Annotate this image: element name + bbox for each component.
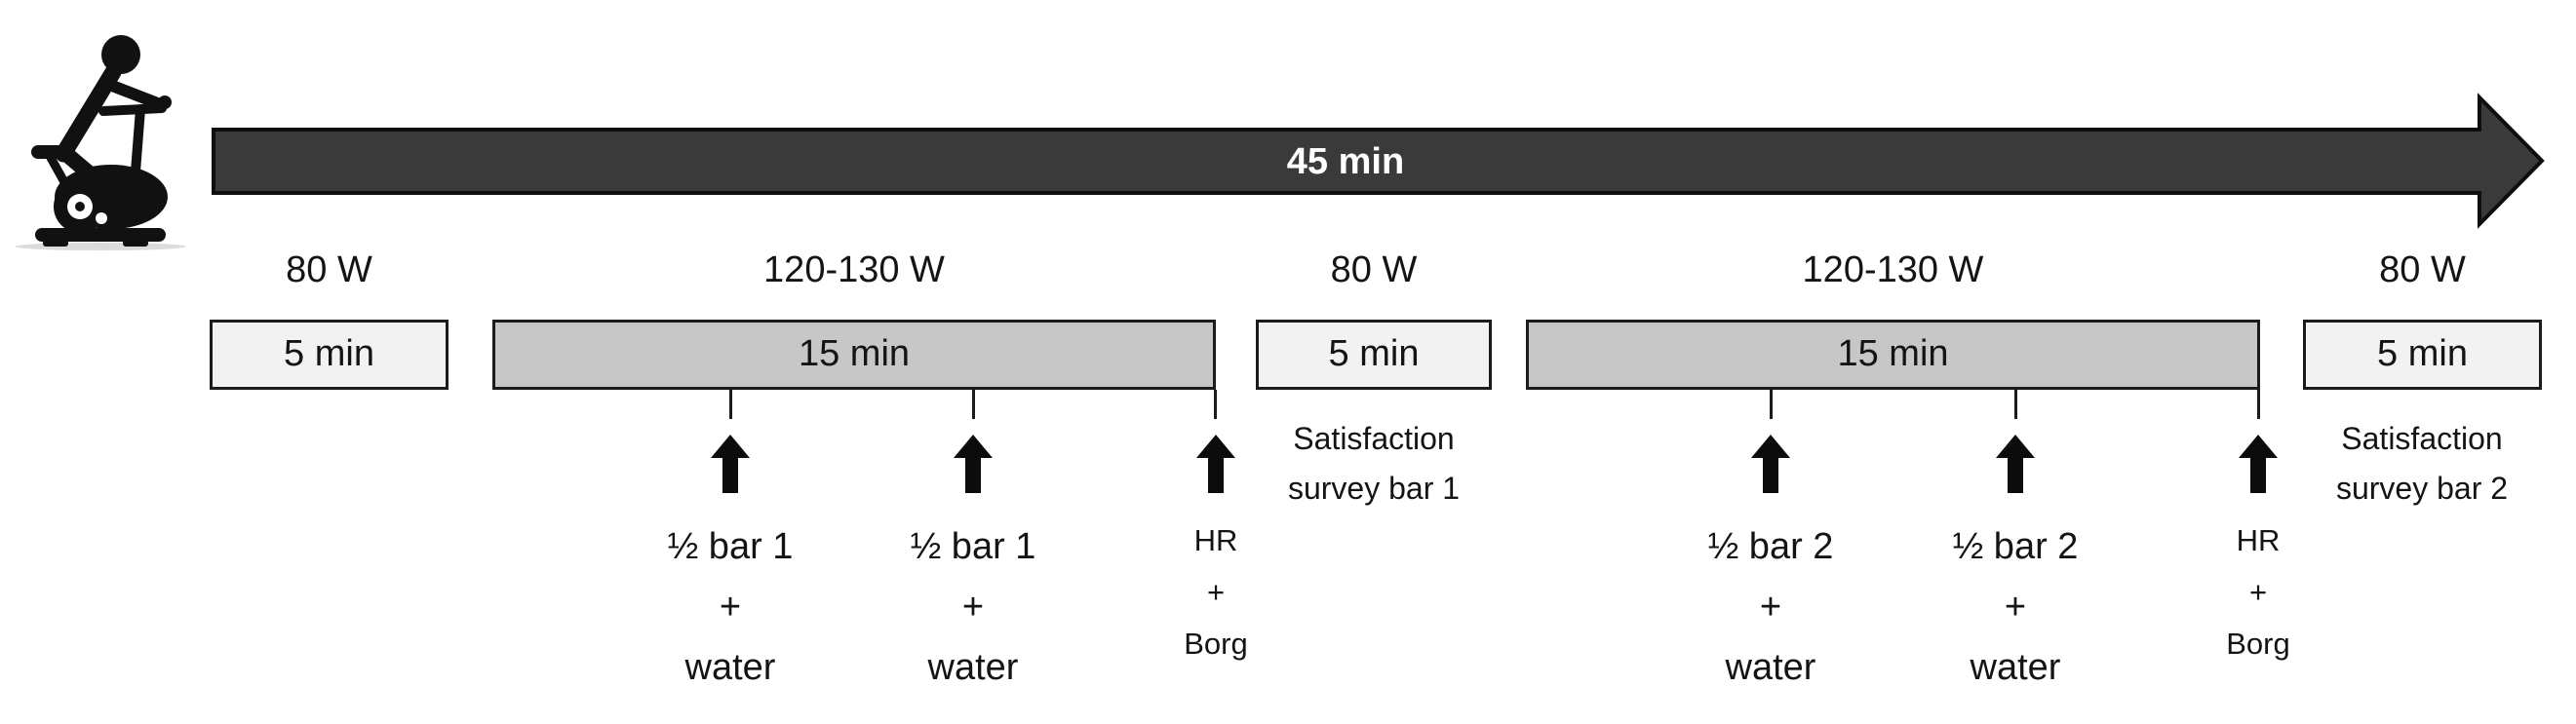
segment-power-label: 120-130 W <box>763 249 945 290</box>
event-label: HR + Borg <box>1109 514 1323 669</box>
event-label-line: + <box>961 587 985 628</box>
event-label-line: ½ bar 1 <box>667 526 794 567</box>
survey-label-line: Satisfaction <box>2341 421 2503 456</box>
event-tick <box>729 390 732 419</box>
event-tick <box>972 390 975 419</box>
event-label-line: water <box>684 647 776 688</box>
event-label-line: HR <box>2236 523 2281 557</box>
survey-label-line: Satisfaction <box>1293 421 1455 456</box>
up-arrow-icon <box>2239 435 2278 493</box>
event-tick <box>1770 390 1773 419</box>
event-tick <box>2257 390 2260 419</box>
survey-label: Satisfaction survey bar 1 <box>1218 414 1530 514</box>
event-label: HR + Borg <box>2151 514 2365 669</box>
event-label-line: + <box>2004 587 2027 628</box>
segment-power-label: 80 W <box>1330 249 1418 290</box>
event-label-line: ½ bar 2 <box>1952 526 2079 567</box>
timeline-arrow <box>212 93 2545 229</box>
segment-duration-box: 5 min <box>1256 320 1492 390</box>
up-arrow-icon <box>954 435 993 493</box>
event-label-line: HR <box>1193 523 1238 557</box>
event-label-line: ½ bar 1 <box>910 526 1036 567</box>
segment-power-label: 80 W <box>2379 249 2466 290</box>
segment-duration-box: 5 min <box>210 320 449 390</box>
event-label-line: + <box>2248 575 2268 609</box>
segment-duration-box: 15 min <box>1526 320 2260 390</box>
event-tick <box>2014 390 2017 419</box>
up-arrow-icon <box>1196 435 1235 493</box>
timeline-duration-label: 45 min <box>1286 141 1405 182</box>
up-arrow-icon <box>1996 435 2035 493</box>
survey-label-line: survey bar 2 <box>2335 471 2509 506</box>
event-label-line: ½ bar 2 <box>1707 526 1834 567</box>
up-arrow-icon <box>1751 435 1790 493</box>
exercise-bike-icon <box>15 35 186 250</box>
event-label: ½ bar 2 + water <box>1663 516 1878 698</box>
event-label: ½ bar 1 + water <box>866 516 1080 698</box>
segment-duration-box: 15 min <box>492 320 1216 390</box>
event-tick <box>1214 390 1217 419</box>
survey-label-line: survey bar 1 <box>1287 471 1461 506</box>
event-label-line: water <box>1725 647 1816 688</box>
event-label-line: Borg <box>2226 627 2290 661</box>
event-label: ½ bar 2 + water <box>1908 516 2123 698</box>
event-label-line: + <box>1759 587 1782 628</box>
event-label-line: water <box>927 647 1019 688</box>
event-label-line: + <box>1206 575 1226 609</box>
event-label-line: Borg <box>1184 627 1248 661</box>
survey-label: Satisfaction survey bar 2 <box>2266 414 2576 514</box>
segment-duration-box: 5 min <box>2303 320 2542 390</box>
event-label-line: water <box>1970 647 2061 688</box>
segment-power-label: 80 W <box>286 249 372 290</box>
event-label-line: + <box>719 587 742 628</box>
up-arrow-icon <box>711 435 750 493</box>
segment-power-label: 120-130 W <box>1802 249 1984 290</box>
event-label: ½ bar 1 + water <box>623 516 838 698</box>
